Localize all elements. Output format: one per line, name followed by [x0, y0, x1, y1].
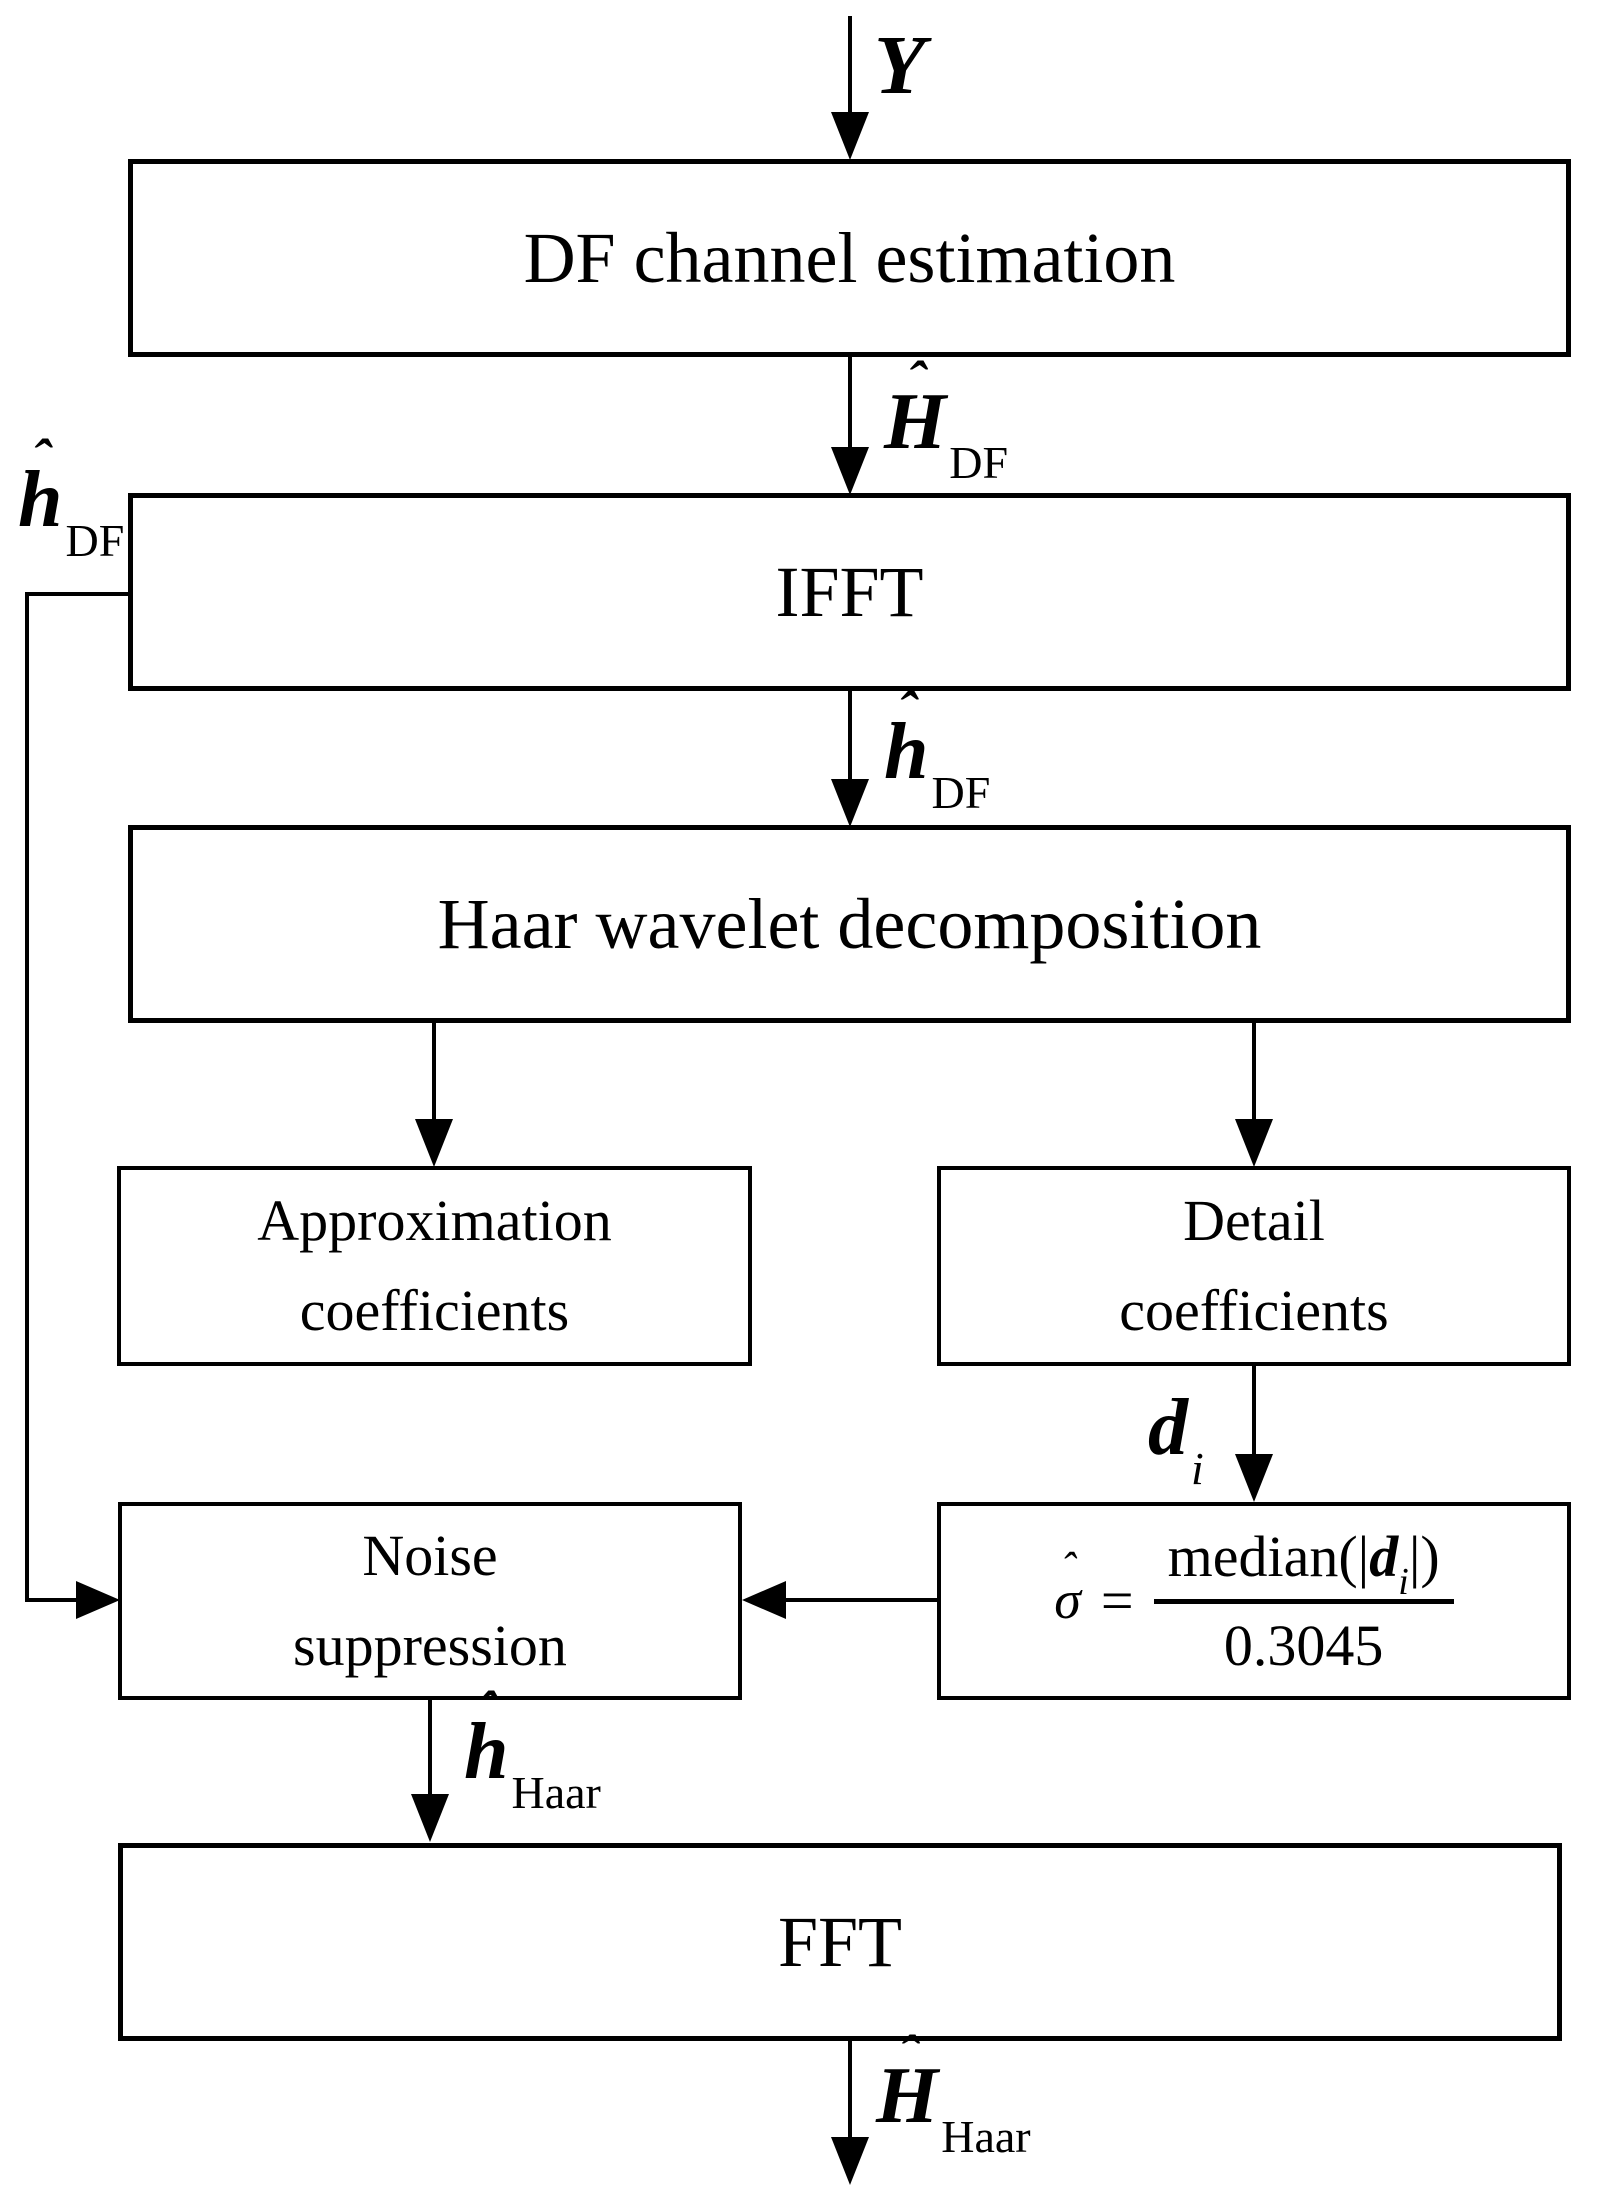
hat-accent: ˆ [477, 1681, 497, 1743]
h-Haar-subscript: Haar [511, 1767, 601, 1818]
d-variable-subscript: i [1398, 1560, 1409, 1603]
formula-to-noise-arrowhead-icon [742, 1581, 786, 1619]
detail-to-formula-arrowhead-icon [1235, 1454, 1273, 1502]
box-approximation-coefficients: Approximation coefficients [117, 1166, 752, 1366]
input-arrow-line [848, 16, 852, 116]
approximation-coefficients-line2: coefficients [299, 1278, 570, 1343]
formula-to-noise-line [784, 1598, 941, 1602]
detail-coefficients-line2: coefficients [1119, 1278, 1389, 1343]
box-fft: FFT [118, 1843, 1562, 2041]
noise-to-fft-arrowhead-icon [411, 1794, 449, 1842]
df-to-ifft-line [848, 357, 852, 451]
ifft-to-haar-arrowhead-icon [831, 779, 869, 827]
hat-accent: ˆ [907, 351, 926, 413]
hat-accent: ˆ [897, 681, 917, 743]
formula-numerator: median(|di|) [1153, 1523, 1454, 1604]
feedback-line-vertical [25, 592, 29, 1602]
label-input-Y: Y [874, 24, 925, 108]
approximation-coefficients-line1: Approximation [257, 1188, 612, 1254]
box-noise-suppression: Noise suppression [118, 1502, 742, 1700]
d-i-base: d [1148, 1384, 1188, 1472]
label-d-i: di [1148, 1388, 1204, 1492]
h-DF-subscript: DF [931, 767, 991, 818]
df-to-ifft-arrowhead-icon [831, 447, 869, 495]
input-arrowhead-icon [831, 112, 869, 160]
haar-wavelet-decomposition-label: Haar wavelet decomposition [437, 883, 1262, 964]
hat-accent: ˆ [899, 2025, 918, 2087]
d-i-subscript: i [1191, 1443, 1204, 1494]
hat-accent: ˆ [1060, 1544, 1076, 1594]
h-DF-feedback-subscript: DF [65, 515, 125, 566]
ifft-to-haar-line [848, 691, 852, 783]
feedback-arrowhead-icon [76, 1581, 120, 1619]
df-channel-estimation-label: DF channel estimation [523, 217, 1176, 298]
haar-to-detail-line [1252, 1023, 1256, 1123]
equals-sign: = [1100, 1568, 1134, 1634]
feedback-line-bottom [25, 1598, 80, 1602]
formula-denominator: 0.3045 [1223, 1612, 1384, 1678]
noise-to-fft-line [428, 1700, 432, 1798]
output-arrow-line [848, 2041, 852, 2141]
fft-label: FFT [777, 1901, 903, 1982]
haar-to-approx-line [432, 1023, 436, 1123]
ifft-label: IFFT [775, 551, 924, 632]
haar-to-detail-arrowhead-icon [1235, 1119, 1273, 1167]
box-df-channel-estimation: DF channel estimation [128, 159, 1571, 357]
input-symbol: Y [874, 19, 926, 112]
haar-to-approx-arrowhead-icon [415, 1119, 453, 1167]
H-DF-subscript: DF [949, 437, 1009, 488]
formula-fraction: median(|di|) 0.3045 [1153, 1523, 1454, 1678]
detail-to-formula-line [1252, 1366, 1256, 1458]
output-arrowhead-icon [831, 2137, 869, 2185]
H-Haar-subscript: Haar [941, 2111, 1031, 2162]
detail-coefficients-line1: Detail [1183, 1188, 1325, 1254]
d-variable: d [1369, 1523, 1399, 1589]
box-haar-wavelet-decomposition: Haar wavelet decomposition [128, 825, 1571, 1023]
feedback-line-top [25, 592, 132, 596]
noise-suppression-line1: Noise [362, 1523, 498, 1589]
box-detail-coefficients: Detail coefficients [937, 1166, 1571, 1366]
hat-accent: ˆ [31, 429, 51, 491]
noise-suppression-line2: suppression [293, 1613, 567, 1678]
box-ifft: IFFT [128, 493, 1571, 691]
